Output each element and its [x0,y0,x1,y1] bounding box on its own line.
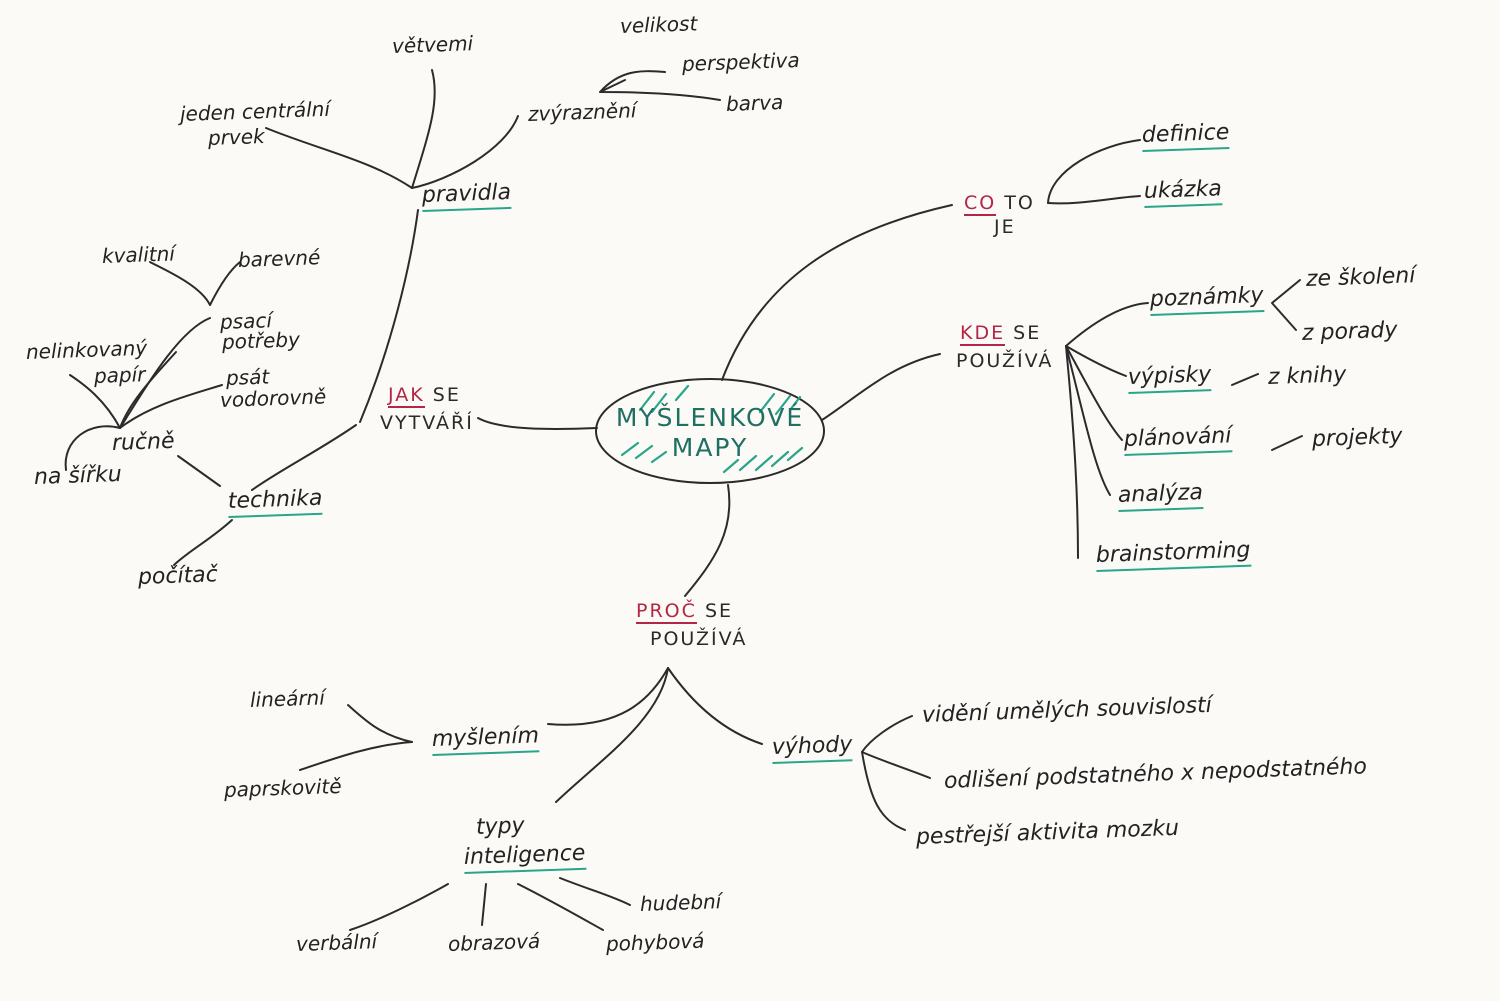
node-papir: papír [93,362,146,388]
node-rucne: ručně [111,428,175,456]
node-vetvemi: větvemi [391,31,474,58]
node-inteligence: inteligence [463,841,586,874]
node-z-porady: z porady [1301,317,1398,346]
node-poznamky: poznámky [1149,283,1265,316]
center-oval [595,378,825,484]
node-technika: technika [227,486,323,518]
node-barva: barva [725,90,784,116]
node-hudebni: hudební [639,889,722,916]
node-obrazova: obrazová [447,928,541,956]
kde-word3: POUŽÍVÁ [956,350,1054,372]
node-na-sirku: na šířku [33,461,123,490]
node-verbalni: verbální [295,929,378,956]
center-title-line2: MAPY [671,433,749,462]
jak-word2: SE [432,384,461,406]
co-to-je-word2: TO [1004,192,1035,214]
jak-word3: VYTVÁŘÍ [380,412,474,434]
proc-word2: SE [704,600,734,622]
center-title-line1: MYŠLENKOVÉ [615,403,805,432]
node-kvalitni: kvalitní [101,241,176,268]
node-planovani: plánování [1123,423,1232,456]
co-to-je-word3: JE [994,216,1016,238]
branch-jak-se-vytvari: JAK SE [388,384,461,408]
node-vypisky: výpisky [1127,362,1212,394]
co-to-je-word1: CO [964,192,997,216]
kde-word1: KDE [960,322,1006,346]
node-nelinkovany: nelinkovaný [25,335,148,364]
node-z-knihy: z knihy [1267,362,1347,390]
node-perspektiva: perspektiva [681,47,801,76]
branch-kde-se-pouziva: KDE SE [960,322,1042,346]
node-barevne: barevné [237,245,321,272]
node-ze-skoleni: ze školení [1305,263,1416,292]
jak-word1: JAK [388,384,425,408]
node-brainstorming: brainstorming [1095,538,1251,572]
node-linearni: lineární [249,685,326,712]
node-prvek: prvek [207,124,266,150]
node-vyhody: výhody [771,732,853,764]
proc-word3: POUŽÍVÁ [650,628,748,650]
node-pocitac: počítač [137,562,219,590]
node-definice: definice [1141,120,1230,152]
center-title: MYŠLENKOVÉ MAPY [598,403,822,463]
node-projekty: projekty [1311,423,1403,452]
node-zvyrazneni: zvýraznění [527,98,637,126]
branch-co-to-je: CO TO [964,192,1035,216]
branch-proc-se-pouziva: PROČ SE [636,600,734,624]
proc-word1: PROČ [636,600,697,624]
node-potreby: potřeby [221,327,301,354]
node-typy: typy [475,813,526,840]
node-paprskovite: paprskovitě [223,773,343,802]
node-myslenim: myšlením [431,723,540,756]
kde-word2: SE [1013,322,1042,344]
node-vodorovne: vodorovně [219,384,327,412]
node-velikost: velikost [619,11,698,38]
node-ukazka: ukázka [1143,176,1223,208]
node-pohybova: pohybová [605,928,705,956]
center-hatching [620,384,804,474]
node-pravidla: pravidla [421,180,512,212]
node-analyza: analýza [1117,480,1204,512]
